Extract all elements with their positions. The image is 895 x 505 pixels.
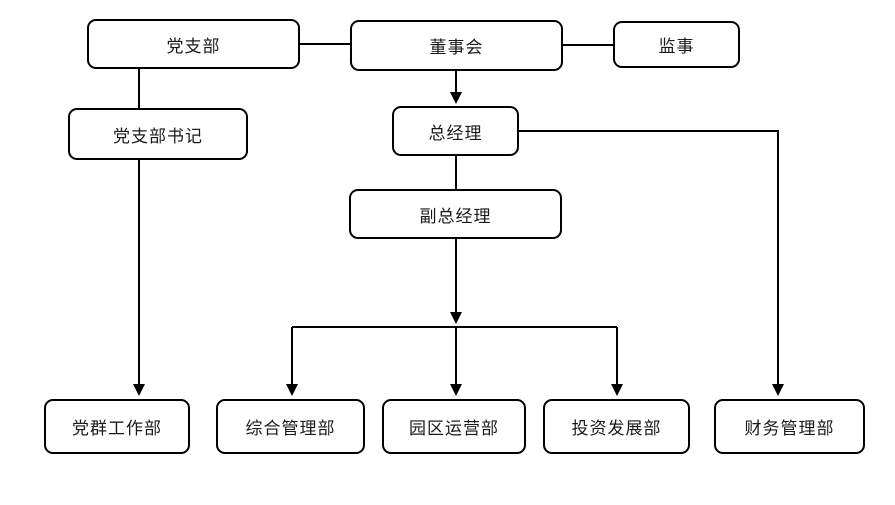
node-general-manager-label: 总经理 xyxy=(428,123,483,143)
node-investment-dev-dept: 投资发展部 xyxy=(543,399,690,454)
node-park-operations-dept: 园区运营部 xyxy=(382,399,526,454)
node-board-of-directors-label: 董事会 xyxy=(429,38,484,57)
node-supervisor-label: 监事 xyxy=(658,37,695,56)
node-investment-dev-dept-label: 投资发展部 xyxy=(571,419,662,438)
node-general-admin-dept: 综合管理部 xyxy=(216,399,365,454)
node-party-mass-work-dept: 党群工作部 xyxy=(44,399,190,454)
node-party-branch-secretary-label: 党支部书记 xyxy=(113,126,203,146)
node-park-operations-dept-label: 园区运营部 xyxy=(409,419,499,438)
node-party-mass-work-dept-label: 党群工作部 xyxy=(72,419,162,438)
node-deputy-general-manager: 副总经理 xyxy=(349,189,562,239)
node-board-of-directors: 董事会 xyxy=(350,20,563,71)
node-general-manager: 总经理 xyxy=(392,106,519,156)
node-finance-dept: 财务管理部 xyxy=(714,399,865,454)
node-supervisor: 监事 xyxy=(613,21,740,68)
node-general-admin-dept-label: 综合管理部 xyxy=(245,419,336,438)
node-deputy-general-manager-label: 副总经理 xyxy=(419,206,492,226)
node-party-branch-label: 党支部 xyxy=(166,36,221,56)
node-finance-dept-label: 财务管理部 xyxy=(744,419,835,438)
connector-gm-finance-dept xyxy=(519,130,784,396)
node-party-branch-secretary: 党支部书记 xyxy=(68,108,248,160)
node-party-branch: 党支部 xyxy=(87,19,300,69)
